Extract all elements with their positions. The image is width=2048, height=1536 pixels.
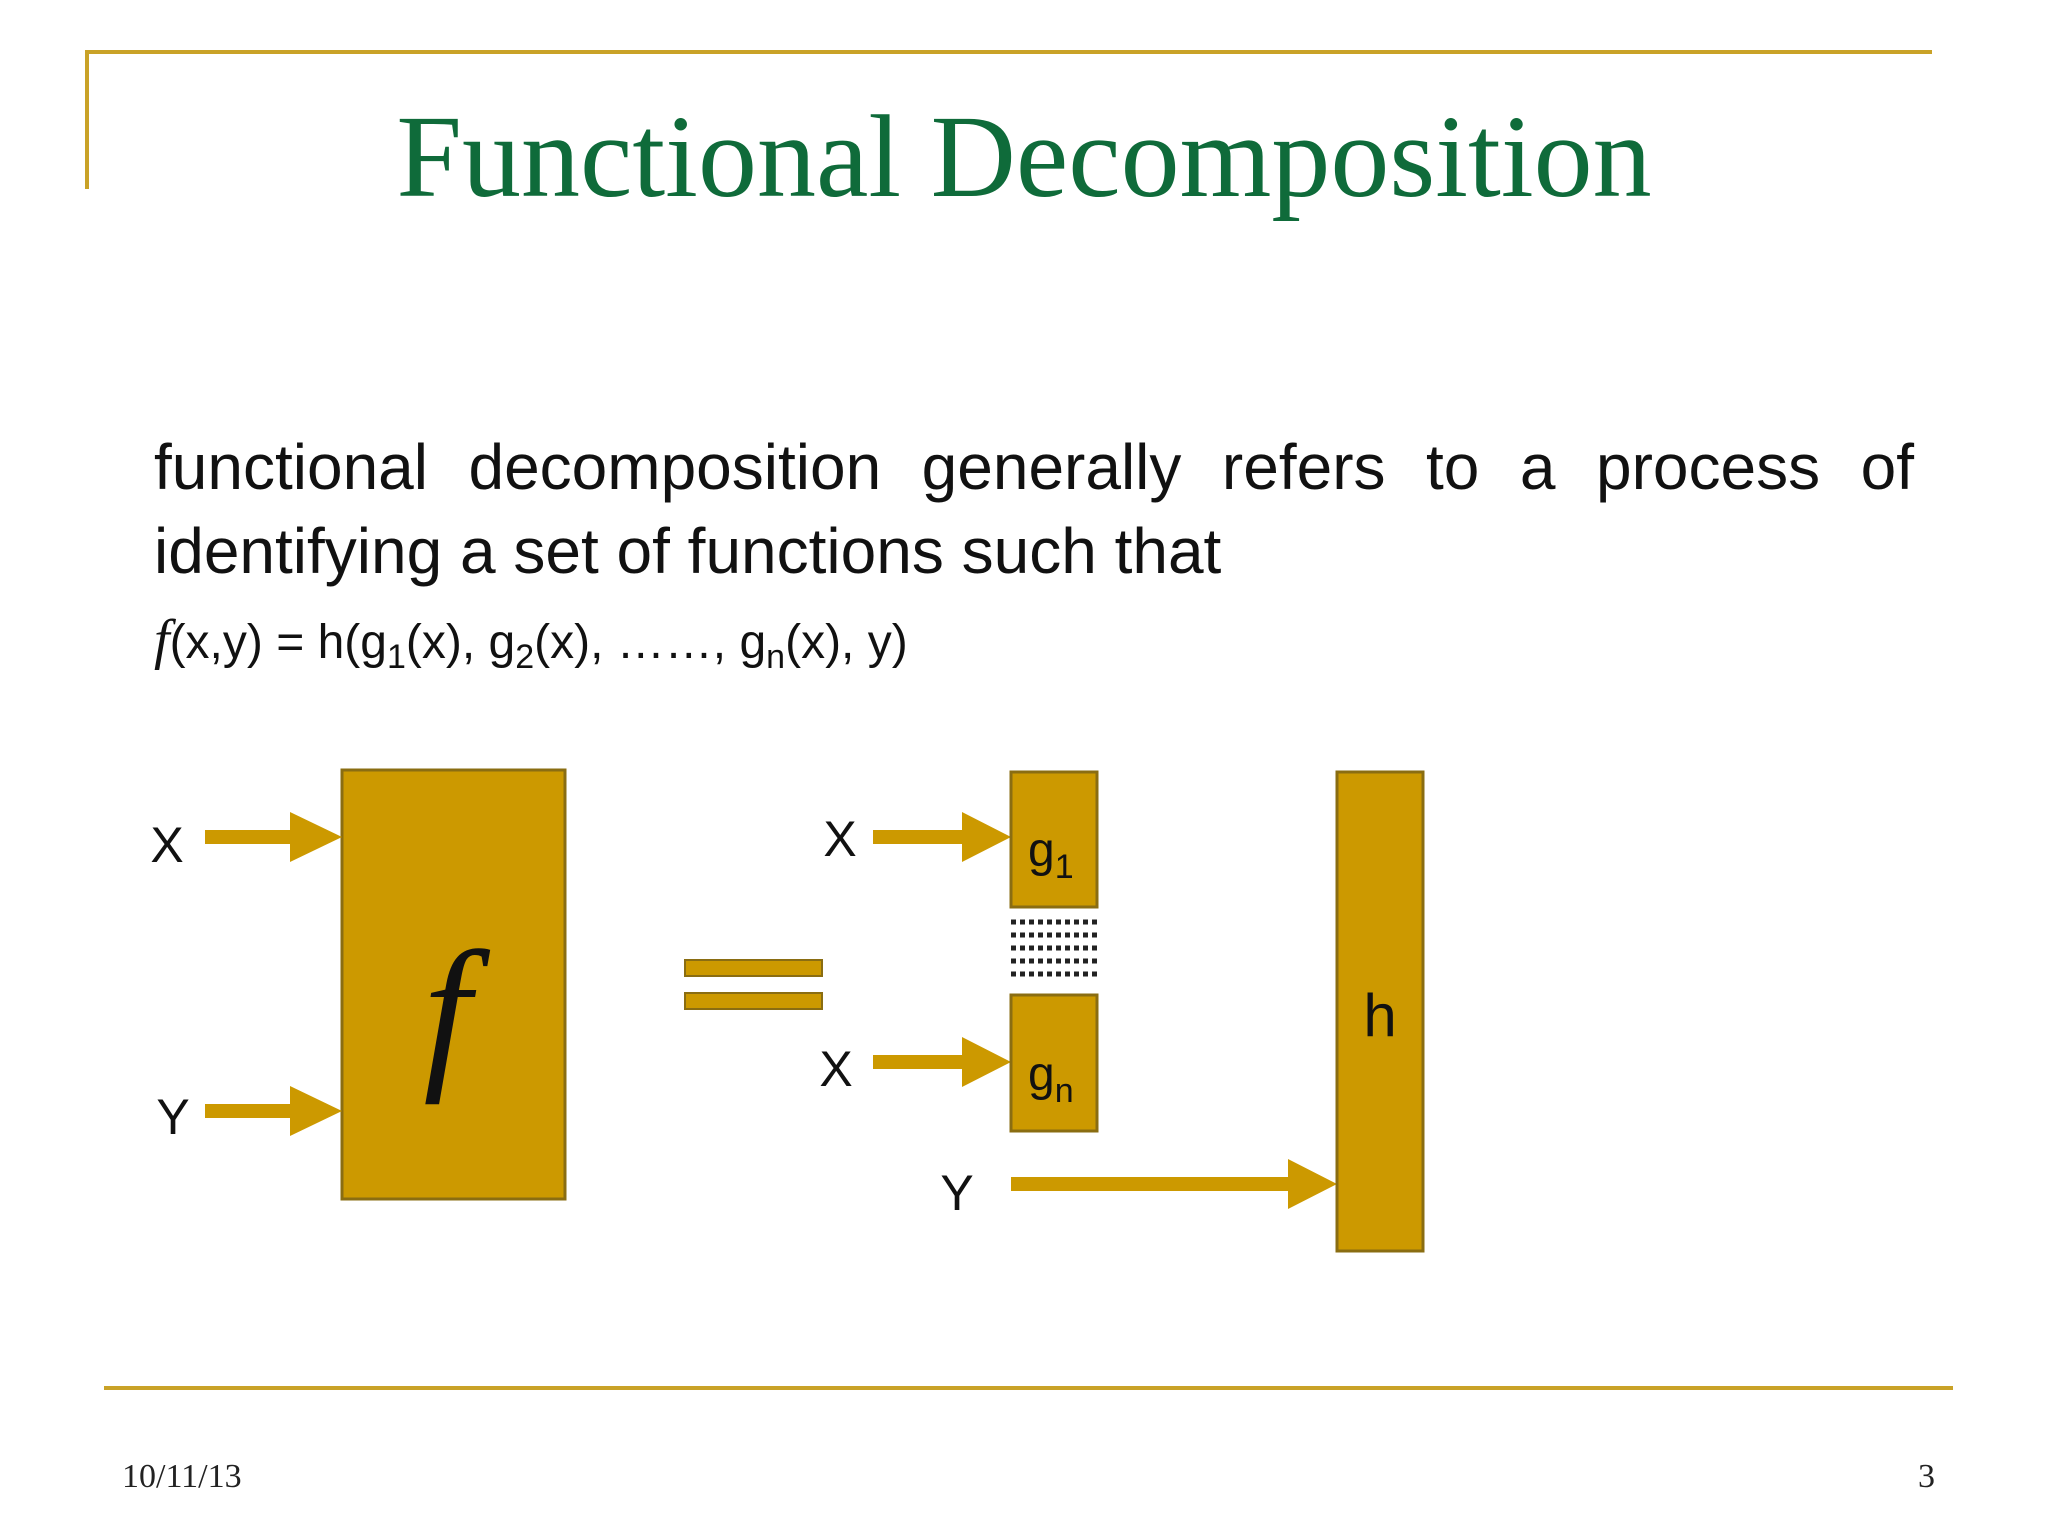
gn-box bbox=[1009, 993, 1099, 1133]
h-y-arrow bbox=[1011, 1159, 1337, 1209]
formula-end: (x), y) bbox=[785, 616, 908, 669]
body-paragraph: functional decomposition generally refer… bbox=[154, 425, 1914, 593]
frame-left-line bbox=[85, 50, 89, 189]
gn-label-sub: n bbox=[1055, 1072, 1074, 1110]
right-x1-label: X bbox=[823, 811, 856, 867]
gn-label: gn bbox=[1028, 1048, 1074, 1110]
left-x-arrow bbox=[205, 812, 342, 862]
gn-label-base: g bbox=[1028, 1048, 1055, 1101]
slide-title: Functional Decomposition bbox=[396, 91, 1652, 222]
frame-top-line bbox=[85, 50, 1932, 54]
formula-f: f bbox=[154, 609, 170, 671]
equals-sign bbox=[684, 959, 823, 1010]
left-y-arrow bbox=[205, 1086, 342, 1136]
body-line-2: identifying a set of functions such that bbox=[154, 515, 1222, 587]
g1-label-base: g bbox=[1028, 824, 1055, 877]
formula-sub-n: n bbox=[766, 638, 786, 676]
footer-date: 10/11/13 bbox=[122, 1458, 242, 1495]
g1-box bbox=[1009, 770, 1099, 909]
formula-sub-2: 2 bbox=[515, 638, 535, 676]
h-box bbox=[1335, 770, 1425, 1253]
formula-lhs: (x,y) = h(g bbox=[169, 616, 387, 669]
h-label: h bbox=[1363, 982, 1396, 1049]
formula-mid-1: (x), g bbox=[405, 616, 516, 669]
gn-x-arrow bbox=[873, 1037, 1011, 1087]
left-y-label: Y bbox=[156, 1089, 189, 1145]
f-box bbox=[340, 768, 567, 1201]
body-line-1: functional decomposition generally refer… bbox=[154, 431, 1914, 503]
left-x-label: X bbox=[150, 817, 183, 873]
ellipsis-dots bbox=[1011, 919, 1097, 977]
page-number: 3 bbox=[1918, 1458, 1935, 1495]
g1-label-sub: 1 bbox=[1055, 848, 1074, 886]
g1-x-arrow bbox=[873, 812, 1011, 862]
formula-sub-1: 1 bbox=[386, 638, 406, 676]
right-y-label: Y bbox=[940, 1165, 973, 1221]
formula-mid-2: (x), ……, g bbox=[534, 616, 767, 669]
g1-label: g1 bbox=[1028, 824, 1074, 886]
right-xn-label: X bbox=[819, 1041, 852, 1097]
decomposition-formula: f(x,y) = h(g1(x), g2(x), ……, gn(x), y) bbox=[154, 610, 908, 687]
frame-bottom-line bbox=[104, 1386, 1953, 1390]
